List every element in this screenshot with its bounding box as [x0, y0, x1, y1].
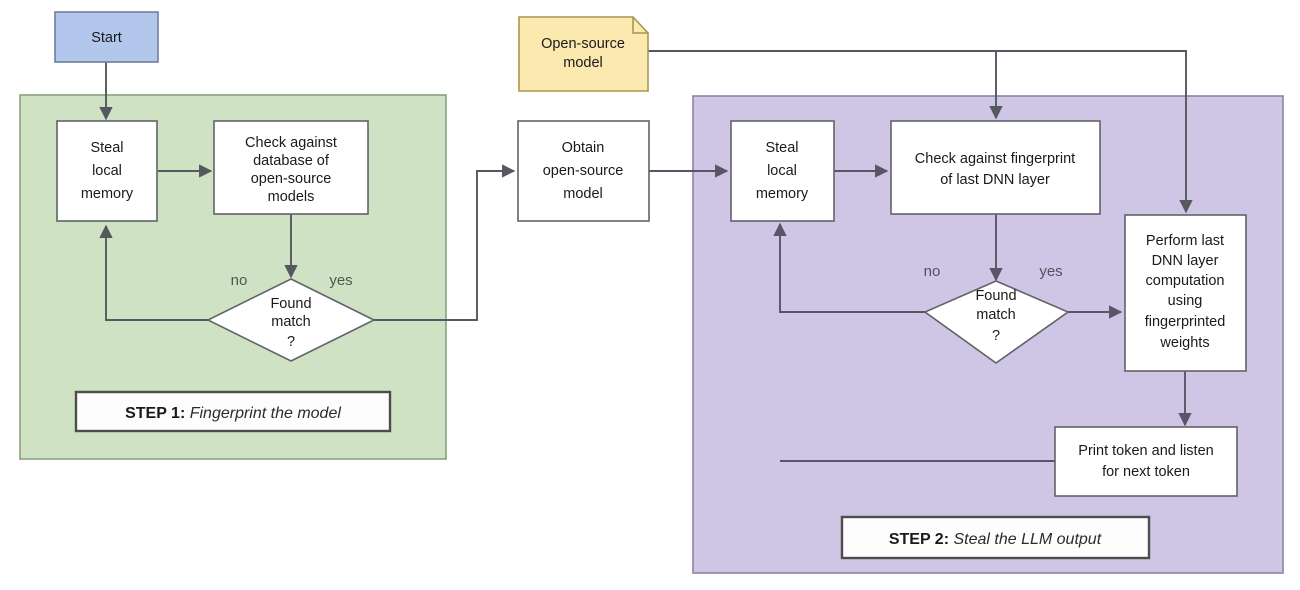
- step-1-italic: Fingerprint the model: [190, 405, 342, 422]
- node-check-database-line3: open-source: [251, 171, 332, 187]
- edge-found-match-1-no-loop: [99, 224, 208, 321]
- node-check-database[interactable]: Check against database of open-source mo…: [213, 120, 369, 215]
- branch-label-step1-yes: yes: [329, 272, 352, 289]
- step-2-separator: :: [944, 531, 954, 548]
- node-print-token[interactable]: Print token and listen for next token: [1054, 426, 1238, 497]
- node-found-match-2-line2: match: [976, 307, 1016, 323]
- node-start-label: Start: [91, 30, 122, 46]
- node-found-match-1[interactable]: Found match ?: [206, 278, 376, 362]
- edge-found-match-2-no-loop: [773, 222, 925, 313]
- node-found-match-2-line1: Found: [975, 288, 1016, 304]
- node-steal-local-memory-1-line3: memory: [81, 186, 134, 202]
- node-obtain-open-source-model[interactable]: Obtain open-source model: [517, 120, 650, 222]
- node-found-match-1-line1: Found: [270, 296, 311, 312]
- node-check-fingerprint[interactable]: Check against fingerprint of last DNN la…: [890, 120, 1101, 215]
- node-perform-last-dnn-layer[interactable]: Perform last DNN layer computation using…: [1124, 214, 1247, 372]
- node-check-fingerprint-line2: of last DNN layer: [940, 172, 1050, 188]
- node-print-token-line1: Print token and listen: [1078, 443, 1213, 459]
- node-obtain-model-line2: open-source: [543, 163, 624, 179]
- node-open-source-model-label-line2: model: [563, 55, 603, 71]
- step-2-italic: Steal the LLM output: [953, 531, 1101, 548]
- node-check-database-line4: models: [268, 189, 315, 205]
- step-1-caption-text: STEP 1: Fingerprint the model: [125, 405, 341, 422]
- node-check-database-line1: Check against: [245, 135, 337, 151]
- step-2-caption: STEP 2: Steal the LLM output: [840, 515, 1151, 560]
- edge-open-source-model-to-perform-dnn: [648, 50, 1193, 214]
- step-2-bold: STEP 2: [889, 531, 944, 548]
- node-print-token-line2: for next token: [1102, 464, 1190, 480]
- node-found-match-2[interactable]: Found match ?: [923, 280, 1070, 364]
- branch-label-step2-no: no: [924, 263, 941, 280]
- node-check-fingerprint-line1: Check against fingerprint: [915, 151, 1075, 167]
- branch-label-step2-yes: yes: [1039, 263, 1062, 280]
- step-1-caption: STEP 1: Fingerprint the model: [74, 390, 392, 433]
- node-perform-dnn-line1: Perform last: [1146, 233, 1224, 249]
- step-2-caption-text: STEP 2: Steal the LLM output: [889, 531, 1102, 548]
- node-steal-local-memory-1-line1: Steal: [90, 140, 123, 156]
- node-perform-dnn-line4: using: [1168, 293, 1203, 309]
- node-perform-dnn-line6: weights: [1159, 335, 1209, 351]
- node-found-match-2-line3: ?: [992, 328, 1000, 344]
- node-open-source-model[interactable]: Open-source model: [518, 16, 649, 92]
- step-1-separator: :: [180, 405, 190, 422]
- step-1-bold: STEP 1: [125, 405, 180, 422]
- node-found-match-1-line3: ?: [287, 334, 295, 350]
- node-steal-local-memory-2-line1: Steal: [765, 140, 798, 156]
- node-perform-dnn-line5: fingerprinted: [1145, 314, 1226, 330]
- branch-label-step1-no: no: [231, 272, 248, 289]
- node-start[interactable]: Start: [54, 11, 159, 63]
- node-open-source-model-label-line1: Open-source: [541, 36, 625, 52]
- node-obtain-model-line1: Obtain: [562, 140, 605, 156]
- node-perform-dnn-line3: computation: [1146, 273, 1225, 289]
- node-steal-local-memory-1-line2: local: [92, 163, 122, 179]
- node-steal-local-memory-2-line3: memory: [756, 186, 809, 202]
- node-steal-local-memory-2[interactable]: Steal local memory: [730, 120, 835, 222]
- node-found-match-1-line2: match: [271, 314, 311, 330]
- node-perform-dnn-line2: DNN layer: [1152, 253, 1219, 269]
- node-obtain-model-line3: model: [563, 186, 603, 202]
- node-steal-local-memory-2-line2: local: [767, 163, 797, 179]
- node-steal-local-memory-1[interactable]: Steal local memory: [56, 120, 158, 222]
- edge-found-match-1-yes-to-obtain-model: [374, 164, 516, 321]
- node-check-database-line2: database of: [253, 153, 330, 169]
